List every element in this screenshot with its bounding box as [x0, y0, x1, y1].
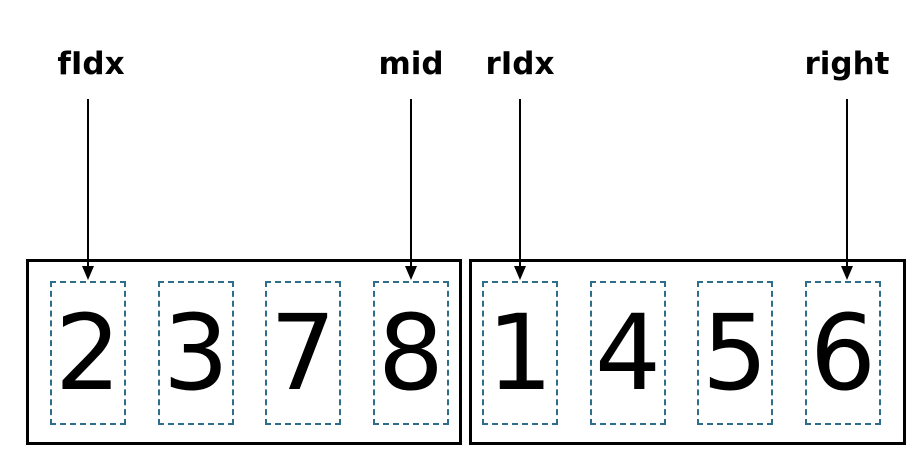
- pointer-label-right: right: [804, 46, 890, 82]
- arrowhead-fidx: [82, 266, 94, 280]
- left-cell-1: [158, 281, 234, 425]
- right-array-value: 5: [701, 292, 769, 414]
- arrowhead-right: [841, 266, 853, 280]
- left-cell-0: [50, 281, 126, 425]
- right-cell-2: [697, 281, 773, 425]
- right-cell-3: [805, 281, 881, 425]
- pointer-label-mid: mid: [378, 46, 444, 82]
- right-cell-1: [590, 281, 666, 425]
- right-array-value: 1: [486, 292, 554, 414]
- left-cell-3: [373, 281, 449, 425]
- pointer-label-fidx: fIdx: [57, 46, 125, 82]
- left-array-box: [26, 259, 462, 445]
- left-cell-2: [265, 281, 341, 425]
- arrowhead-mid: [405, 266, 417, 280]
- arrowhead-ridx: [514, 266, 526, 280]
- pointer-label-ridx: rIdx: [485, 46, 555, 82]
- left-array-value: 8: [377, 292, 445, 414]
- left-array-value: 3: [162, 292, 230, 414]
- right-array-value: 6: [809, 292, 877, 414]
- right-array-value: 4: [594, 292, 662, 414]
- left-array-value: 2: [54, 292, 122, 414]
- right-cell-0: [482, 281, 558, 425]
- left-array-value: 7: [269, 292, 337, 414]
- right-array-box: [469, 259, 906, 445]
